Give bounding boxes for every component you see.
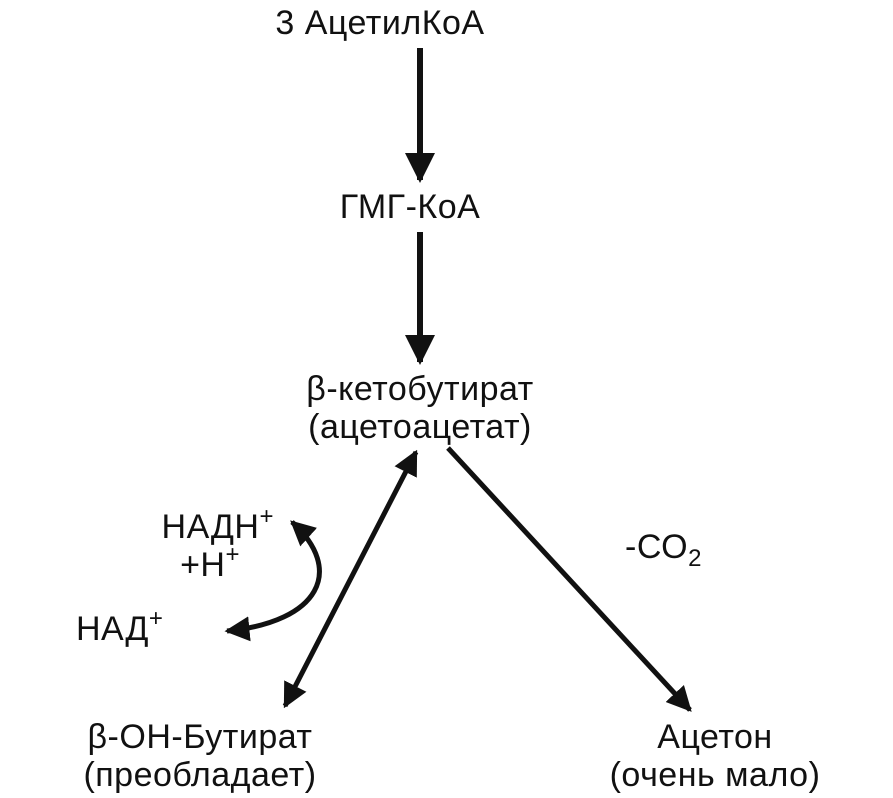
node-ketobutyrate-line1: β-кетобутират [306,370,534,408]
co2-sub: 2 [688,545,702,572]
node-hydroxybutyrate: β-ОН-Бутират (преобладает) [0,718,400,794]
node-acetone-line1: Ацетон [657,718,773,756]
node-hydroxybutyrate-line1: β-ОН-Бутират [87,718,313,756]
nadh-text: НАДН [161,508,260,546]
node-hydroxybutyrate-line2: (преобладает) [83,756,317,794]
node-acetyl-coa-text: 3 АцетилКоА [275,4,485,42]
arrow-ketobutyrate-to-acetone [446,446,692,712]
node-acetone: Ацетон (очень мало) [540,718,890,794]
node-acetyl-coa: 3 АцетилКоА [200,4,560,42]
h-sup: + [225,541,240,568]
node-acetone-line2: (очень мало) [609,756,821,794]
arrow-ketobutyrate-hydroxybutyrate [282,449,419,709]
node-ketobutyrate: β-кетобутират (ацетоацетат) [230,370,610,446]
reaction-label-co2: -СО2 [625,528,702,571]
node-hmg-coa-text: ГМГ-КоА [339,188,481,226]
co2-prefix: -СО [625,528,689,566]
h-prefix: +Н [180,546,226,584]
cofactor-nadh-line2: +Н+ [60,543,274,585]
nad-sup: + [148,605,164,632]
node-hmg-coa: ГМГ-КоА [270,188,550,226]
cofactor-nadh: НАДН+ +Н+ [60,505,274,585]
nadh-sup: + [259,503,274,530]
cofactor-nadh-line1: НАДН+ [60,505,274,547]
arrow-nadh-nad-curve [224,520,322,642]
node-ketobutyrate-line2: (ацетоацетат) [308,408,532,446]
cofactor-nad: НАД+ [76,607,163,649]
nad-text: НАД [76,610,149,648]
